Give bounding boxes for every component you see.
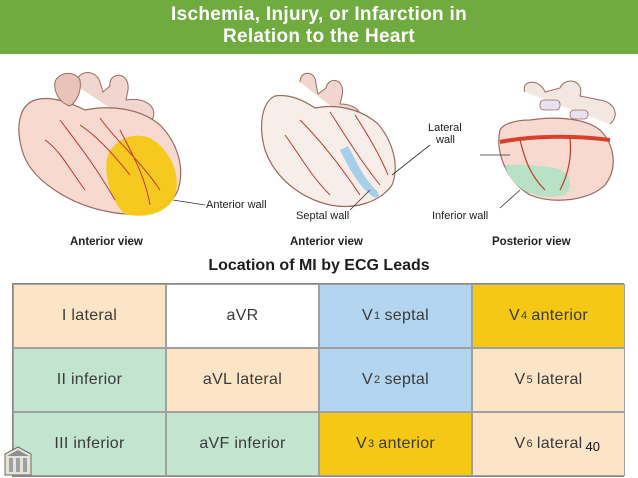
lead-name: aVL lateral (202, 371, 283, 388)
lead-name: V (362, 371, 374, 388)
lead-name: aVF inferior (199, 435, 286, 452)
lead-subscript: 6 (526, 438, 533, 450)
lead-subscript: 2 (374, 374, 381, 386)
lead-name: V (514, 371, 526, 388)
heart-anterior-view-2 (261, 72, 396, 208)
institution-logo (4, 446, 32, 476)
heart-anterior-view-1 (18, 72, 182, 216)
lead-region: anterior (378, 435, 436, 452)
lead-subscript: 1 (374, 310, 381, 322)
anterior-wall-pointer (172, 199, 206, 206)
heart-illustrations (18, 72, 616, 216)
slide-title-line2: Relation to the Heart (222, 26, 416, 47)
lead-name: V (355, 435, 367, 452)
lead-region: lateral (536, 371, 583, 388)
lead-subscript: 5 (526, 374, 533, 386)
lead-subscript: 4 (520, 310, 528, 322)
lead-region: septal (384, 371, 429, 388)
lead-cell: II inferior (13, 348, 166, 412)
slide-header: Ischemia, Injury, or Infarction in Relat… (0, 0, 638, 54)
lead-cell: aVF inferior (166, 412, 319, 476)
view-label-2: Anterior view (290, 236, 363, 248)
lead-name: III inferior (54, 435, 125, 452)
lead-region: septal (384, 307, 429, 324)
lateral-wall-label-line2: wall (436, 134, 455, 146)
page-number: 40 (585, 439, 600, 454)
inferior-wall-label: Inferior wall (432, 210, 489, 222)
inferior-wall-pointer (499, 189, 521, 209)
section-title: Location of MI by ECG Leads (208, 257, 430, 274)
lead-name: II inferior (56, 371, 123, 388)
lateral-wall-pointer (391, 144, 431, 176)
view-label-1: Anterior view (70, 236, 143, 248)
septal-wall-pointer (349, 189, 371, 211)
heart-posterior-view (498, 80, 616, 201)
lead-name: V (508, 307, 520, 324)
lead-name: V (514, 435, 526, 452)
slide-title-line1: Ischemia, Injury, or Infarction in (171, 4, 467, 25)
view-label-3: Posterior view (492, 236, 571, 248)
lateral-wall-label-line1: Lateral (428, 122, 462, 134)
lead-region: anterior (531, 307, 589, 324)
lead-cell: I lateral (13, 284, 166, 348)
septal-wall-label: Septal wall (296, 210, 350, 222)
lead-cell: III inferior (13, 412, 166, 476)
lead-cell: aVR (166, 284, 319, 348)
lead-name: I lateral (61, 307, 118, 324)
lead-subscript: 3 (367, 438, 375, 450)
anterior-wall-label: Anterior wall (206, 199, 267, 211)
lead-region: lateral (536, 435, 583, 452)
lead-name: aVR (226, 307, 259, 324)
lead-cell: aVL lateral (166, 348, 319, 412)
lead-name: V (362, 307, 374, 324)
